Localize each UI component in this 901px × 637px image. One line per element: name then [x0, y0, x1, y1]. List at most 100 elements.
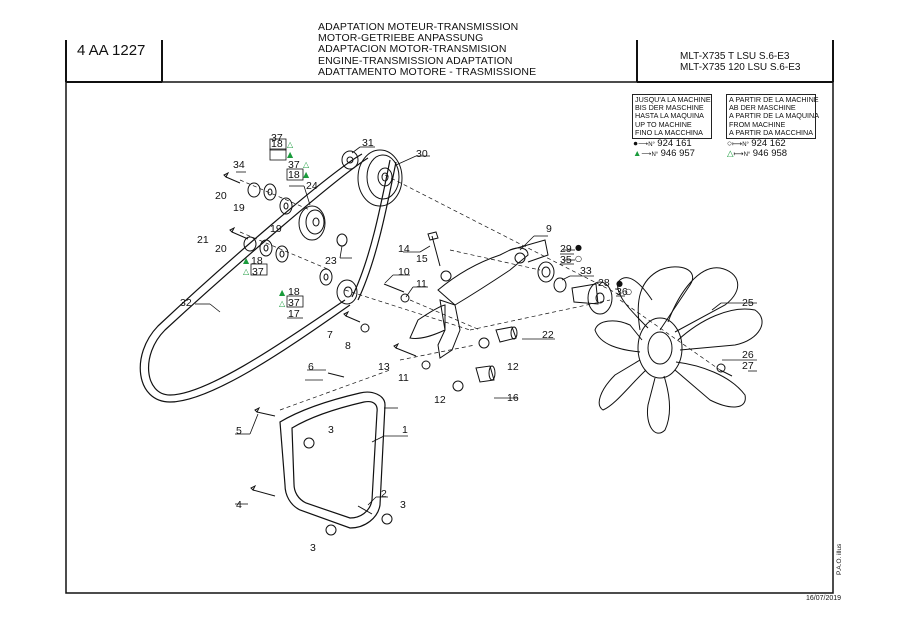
filled-circle-icon: ●: [633, 138, 639, 148]
model-2: MLT-X735 120 LSU S.6-E3: [680, 61, 801, 73]
title-es: ADAPTACION MOTOR-TRANSMISION: [318, 43, 507, 56]
part-label-3c: 3: [310, 542, 316, 554]
tensioner-bracket: [409, 239, 549, 359]
part-label-12b: 12: [434, 394, 446, 406]
part-label-4: 4: [236, 499, 242, 511]
part-label-3b: 3: [400, 499, 406, 511]
svg-text:○: ○: [625, 287, 632, 296]
svg-text:△: △: [303, 160, 310, 169]
part-label-20a: 20: [215, 190, 227, 202]
part-label-37b: 37: [288, 159, 300, 171]
bearings-and-washers: [243, 182, 567, 293]
part-label-17: 17: [288, 308, 300, 320]
drive-belt: [139, 153, 397, 403]
part-label-27: 27: [742, 360, 754, 372]
crankshaft-pulley: [357, 149, 403, 207]
part-label-6: 6: [308, 361, 314, 373]
part-label-20b: 20: [215, 243, 227, 255]
title-block: ADAPTATION MOTEUR-TRANSMISSION MOTOR-GET…: [318, 21, 537, 78]
tensioner-roller: [298, 205, 326, 241]
part-label-35: 35: [560, 254, 572, 266]
part-label-29: 29: [560, 243, 572, 255]
model-1: MLT-X735 T LSU S.6-E3: [680, 51, 790, 62]
part-label-31: 31: [362, 137, 374, 149]
svg-text:●: ●: [616, 279, 623, 288]
part-label-18c: 18: [251, 255, 263, 267]
legend-until-1: ●⟶N° 924 161: [633, 138, 692, 149]
part-label-14: 14: [398, 243, 410, 255]
legend-until-2: ▲⟶N° 946 957: [633, 148, 695, 159]
model-list: MLT-X735 T LSU S.6-E3 MLT-X735 120 LSU S…: [680, 51, 801, 73]
bolts: [223, 171, 733, 515]
nuts: [303, 293, 726, 536]
svg-text:△: △: [243, 267, 250, 276]
title-fr: ADAPTATION MOTEUR-TRANSMISSION: [318, 21, 519, 33]
pins: [475, 326, 518, 383]
filled-triangle-icon: ▲: [633, 148, 642, 158]
legend-from-1: ○⟼N° 924 162: [727, 138, 786, 149]
part-label-12a: 12: [507, 361, 519, 373]
cooling-fan: [594, 266, 763, 434]
part-label-7: 7: [327, 329, 333, 341]
part-label-21: 21: [197, 234, 209, 246]
legend-from-2: △⟼N° 946 958: [727, 148, 788, 159]
part-label-28: 28: [598, 277, 610, 289]
legend-from-box: A PARTIR DE LA MACHINE AB DER MASCHINE A…: [726, 94, 819, 140]
open-triangle-icon: △: [727, 148, 734, 158]
part-label-2: 2: [381, 488, 387, 500]
idler-roller: [336, 279, 358, 305]
leader-lines: [195, 146, 757, 506]
legend-until-box: JUSQU'A LA MACHINE BIS DER MASCHINE HAST…: [632, 94, 712, 140]
svg-text:△: △: [287, 140, 294, 149]
part-label-11a: 11: [416, 278, 427, 290]
part-label-1: 1: [402, 424, 408, 436]
open-circle-icon: ○: [727, 138, 733, 148]
part-label-16: 16: [507, 392, 519, 404]
svg-text:○: ○: [575, 254, 582, 263]
part-label-13: 13: [378, 361, 390, 373]
illustration-credit: P.A.O. illus: [836, 543, 843, 575]
part-label-24: 24: [306, 180, 318, 192]
part-label-22: 22: [542, 329, 554, 341]
svg-text:▲: ▲: [287, 150, 294, 159]
part-label-37a: 37: [271, 132, 283, 144]
print-date: 16/07/2019: [806, 595, 842, 602]
part-label-33: 33: [580, 265, 592, 277]
part-label-37c: 37: [252, 266, 264, 278]
part-label-26: 26: [742, 349, 754, 361]
svg-text:▲: ▲: [243, 256, 250, 265]
part-label-15: 15: [416, 253, 428, 265]
part-label-18d: 18: [288, 286, 300, 298]
title-it: ADATTAMENTO MOTORE - TRASMISSIONE: [318, 65, 537, 78]
part-label-34: 34: [233, 159, 245, 171]
part-label-5: 5: [236, 425, 242, 437]
part-label-36: 36: [616, 286, 628, 298]
belt-guard: [279, 391, 386, 529]
part-label-18b: 18: [288, 169, 300, 181]
variant-markers: △ ▲ △ ▲ ▲ △ ▲ △ ● ○ ● ○: [243, 140, 632, 308]
part-label-25: 25: [742, 297, 754, 309]
svg-text:▲: ▲: [279, 288, 286, 297]
svg-text:△: △: [279, 299, 286, 308]
part-label-19b: 19: [270, 223, 282, 235]
part-label-10: 10: [398, 266, 410, 278]
svg-text:●: ●: [575, 243, 582, 252]
part-label-8: 8: [345, 340, 351, 352]
pulley-hub: [341, 150, 359, 170]
title-de: MOTOR-GETRIEBE ANPASSUNG: [318, 32, 484, 45]
part-label-18a: 18: [271, 138, 283, 150]
part-label-11b: 11: [398, 372, 409, 384]
part-label-9: 9: [546, 223, 552, 235]
part-label-19a: 19: [233, 202, 245, 214]
part-label-37d: 37: [288, 297, 300, 309]
part-label-32: 32: [180, 297, 192, 309]
part-label-30: 30: [416, 148, 428, 160]
part-label-23: 23: [325, 255, 337, 267]
title-en: ENGINE-TRANSMISSION ADAPTATION: [318, 54, 513, 67]
part-label-3a: 3: [328, 424, 334, 436]
label-underlines: [250, 138, 574, 409]
fan-spacer: [571, 281, 613, 315]
